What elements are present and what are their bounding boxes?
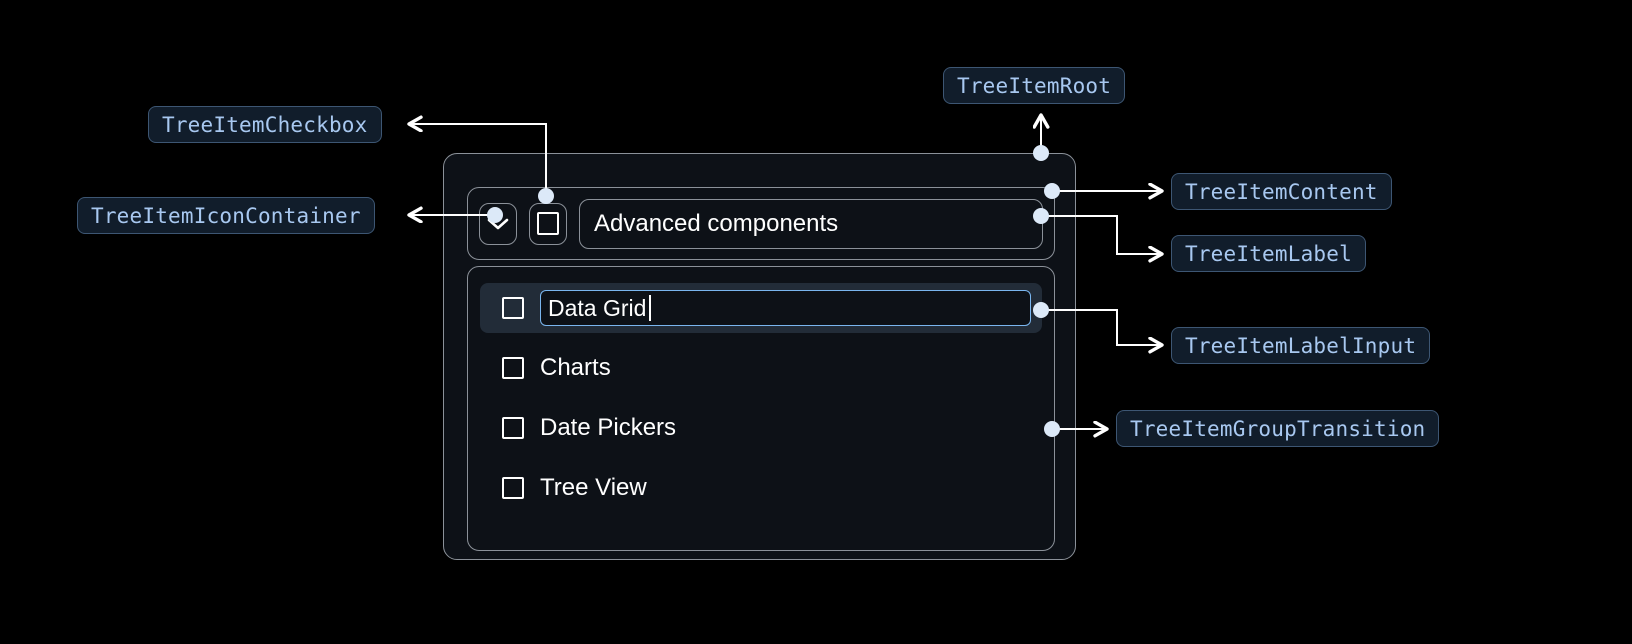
tree-item-label-text: Advanced components (594, 209, 839, 237)
annotation-chip-label: TreeItemContent (1185, 179, 1378, 204)
annotation-chip-tree-item-content: TreeItemContent (1171, 173, 1392, 210)
checkbox-unchecked-icon[interactable] (502, 477, 524, 499)
checkbox-unchecked-icon[interactable] (502, 297, 524, 319)
annotation-chip-label: TreeItemCheckbox (162, 112, 368, 137)
annotation-chip-label: TreeItemLabelInput (1185, 333, 1417, 358)
tree-item-content[interactable]: Advanced components (467, 187, 1055, 260)
annotation-chip-label: TreeItemLabel (1185, 241, 1352, 266)
tree-item-group-transition: Data Grid Charts Date Pickers Tree View (467, 266, 1055, 551)
tree-list-item-date-pickers[interactable]: Date Pickers (480, 403, 1042, 453)
tree-list-item-tree-view[interactable]: Tree View (480, 463, 1042, 513)
annotation-chip-label: TreeItemGroupTransition (1130, 416, 1426, 441)
annotation-chip-tree-item-group-transition: TreeItemGroupTransition (1116, 410, 1440, 447)
tree-item-label-text: Date Pickers (540, 414, 677, 441)
tree-item-label-text: Tree View (540, 474, 647, 501)
tree-item-label[interactable]: Advanced components (579, 198, 1043, 249)
tree-list-item-charts[interactable]: Charts (480, 343, 1042, 393)
checkbox-unchecked-icon (537, 212, 559, 235)
checkbox-unchecked-icon[interactable] (502, 417, 524, 439)
annotation-chip-label: TreeItemRoot (957, 73, 1112, 98)
tree-item-root[interactable]: Advanced components Data Grid Charts Dat… (443, 153, 1076, 560)
annotation-chip-tree-item-label: TreeItemLabel (1171, 235, 1366, 272)
tree-list-item-data-grid[interactable]: Data Grid (480, 283, 1042, 333)
annotation-chip-tree-item-checkbox: TreeItemCheckbox (148, 106, 382, 143)
tree-item-label-text: Charts (540, 354, 611, 381)
tree-item-label-input-value: Data Grid (548, 294, 647, 321)
tree-item-icon-container[interactable] (479, 202, 517, 245)
annotation-chip-tree-item-label-input: TreeItemLabelInput (1171, 327, 1431, 364)
chevron-down-icon (487, 218, 509, 229)
text-caret (649, 295, 651, 321)
checkbox-unchecked-icon[interactable] (502, 357, 524, 379)
annotation-chip-label: TreeItemIconContainer (91, 203, 361, 228)
annotation-chip-tree-item-root: TreeItemRoot (943, 67, 1126, 104)
annotation-chip-tree-item-icon-container: TreeItemIconContainer (77, 197, 375, 234)
tree-item-label-input[interactable]: Data Grid (540, 290, 1031, 326)
tree-item-checkbox[interactable] (529, 202, 567, 245)
